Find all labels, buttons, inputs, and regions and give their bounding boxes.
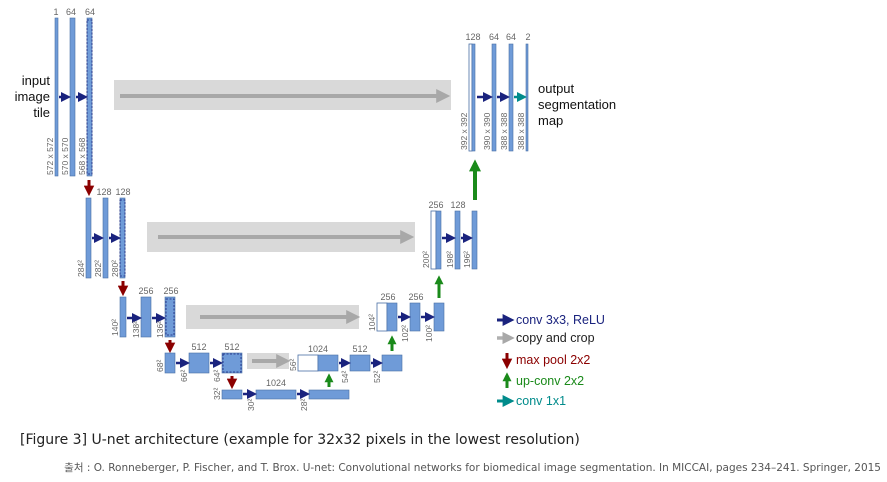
size-label: 32² xyxy=(212,388,222,400)
input-label-line-1: input xyxy=(22,73,51,88)
legend-copy-label: copy and crop xyxy=(516,331,595,345)
feature-map-l4-a xyxy=(164,352,176,374)
feature-map-l3-a xyxy=(119,296,127,338)
input-label-line-3: tile xyxy=(33,105,50,120)
size-label: 280² xyxy=(110,260,120,277)
channel-label: 64 xyxy=(489,32,499,42)
feature-map-r2-upsampled xyxy=(435,210,442,270)
channel-label: 128 xyxy=(465,32,480,42)
output-label-line-1: output xyxy=(538,81,575,96)
size-label: 390 x 390 xyxy=(482,112,492,150)
crop-region-l3 xyxy=(165,298,175,336)
size-label: 196² xyxy=(462,251,472,268)
size-label: 282² xyxy=(93,260,103,277)
size-label: 104² xyxy=(367,314,377,331)
output-label-line-3: map xyxy=(538,113,563,128)
crop-region-l4 xyxy=(222,353,242,373)
channel-label: 256 xyxy=(408,292,423,302)
feature-map-l3-c xyxy=(164,296,176,338)
size-label: 136² xyxy=(155,321,165,338)
channel-label: 1024 xyxy=(266,378,286,388)
size-label: 388 x 388 xyxy=(516,112,526,150)
feature-map-bottom-c xyxy=(308,389,350,400)
size-label: 140² xyxy=(110,319,120,336)
input-label-line-2: image xyxy=(15,89,50,104)
feature-map-l1-conv1 xyxy=(69,17,76,177)
size-label: 56² xyxy=(288,359,298,371)
feature-map-r1-c xyxy=(508,43,514,152)
channel-label: 128 xyxy=(450,200,465,210)
size-label: 392 x 392 xyxy=(459,112,469,150)
feature-map-r2-copied xyxy=(430,210,437,270)
feature-map-r2-b xyxy=(454,210,461,270)
feature-map-l4-c xyxy=(221,352,243,374)
feature-map-l2-b xyxy=(102,197,109,279)
feature-map-l2-c xyxy=(119,197,126,279)
channel-label: 1024 xyxy=(308,344,328,354)
size-label: 568 x 568 xyxy=(77,137,87,175)
feature-map-r1-output xyxy=(525,43,529,152)
size-label: 570 x 570 xyxy=(60,137,70,175)
channel-label: 256 xyxy=(380,292,395,302)
legend-maxpool-label: max pool 2x2 xyxy=(516,353,590,367)
feature-map-r4-upsampled xyxy=(317,354,339,372)
size-label: 30² xyxy=(246,399,256,411)
figure-source: 출처 : O. Ronneberger, P. Fischer, and T. … xyxy=(64,462,881,474)
crop-region-l1 xyxy=(86,19,93,175)
feature-map-l3-b xyxy=(140,296,152,338)
feature-map-l1-conv2 xyxy=(86,17,93,177)
feature-map-r3-c xyxy=(433,302,445,332)
feature-map-r1-b xyxy=(491,43,497,152)
feature-map-r1-upsampled xyxy=(471,43,476,152)
size-label: 66² xyxy=(179,370,189,382)
feature-map-r4-copied xyxy=(297,354,319,372)
size-label: 100² xyxy=(424,325,434,342)
size-label: 198² xyxy=(445,251,455,268)
size-label: 284² xyxy=(76,260,86,277)
channel-label: 256 xyxy=(163,286,178,296)
size-label: 64² xyxy=(212,370,222,382)
feature-map-r3-copied xyxy=(376,302,388,332)
size-label: 102² xyxy=(400,325,410,342)
feature-map-r1-copied xyxy=(468,43,473,152)
size-label: 388 x 388 xyxy=(499,112,509,150)
size-label: 200² xyxy=(421,251,431,268)
channel-label: 1 xyxy=(53,7,58,17)
size-label: 572 x 572 xyxy=(45,137,55,175)
channel-label: 256 xyxy=(138,286,153,296)
size-label: 28² xyxy=(299,399,309,411)
channel-label: 64 xyxy=(506,32,516,42)
size-label: 138² xyxy=(131,321,141,338)
feature-map-bottom-b xyxy=(255,389,297,400)
channel-label: 64 xyxy=(66,7,76,17)
feature-map-r4-c xyxy=(381,354,403,372)
size-label: 68² xyxy=(155,360,165,372)
feature-map-r3-upsampled xyxy=(386,302,398,332)
feature-map-r2-c xyxy=(471,210,478,270)
feature-map-l1-input xyxy=(54,17,59,177)
channel-label: 512 xyxy=(224,342,239,352)
figure-caption: [Figure 3] U-net architecture (example f… xyxy=(20,432,580,448)
feature-map-bottom-a xyxy=(221,389,243,400)
legend-upconv-label: up-conv 2x2 xyxy=(516,374,584,388)
channel-label: 128 xyxy=(96,187,111,197)
feature-map-l4-b xyxy=(188,352,210,374)
channel-label: 2 xyxy=(525,32,530,42)
feature-map-r3-b xyxy=(409,302,421,332)
channel-label: 128 xyxy=(115,187,130,197)
size-label: 54² xyxy=(340,371,350,383)
legend-conv-label: conv 3x3, ReLU xyxy=(516,313,605,327)
channel-label: 512 xyxy=(352,344,367,354)
feature-map-l2-a xyxy=(85,197,92,279)
channel-label: 64 xyxy=(85,7,95,17)
output-label-line-2: segmentation xyxy=(538,97,616,112)
legend: conv 3x3, ReLU copy and crop max pool 2x… xyxy=(497,313,605,408)
channel-label: 256 xyxy=(428,200,443,210)
channel-label: 512 xyxy=(191,342,206,352)
feature-map-r4-b xyxy=(349,354,371,372)
legend-conv1x1-label: conv 1x1 xyxy=(516,394,566,408)
size-label: 52² xyxy=(372,371,382,383)
